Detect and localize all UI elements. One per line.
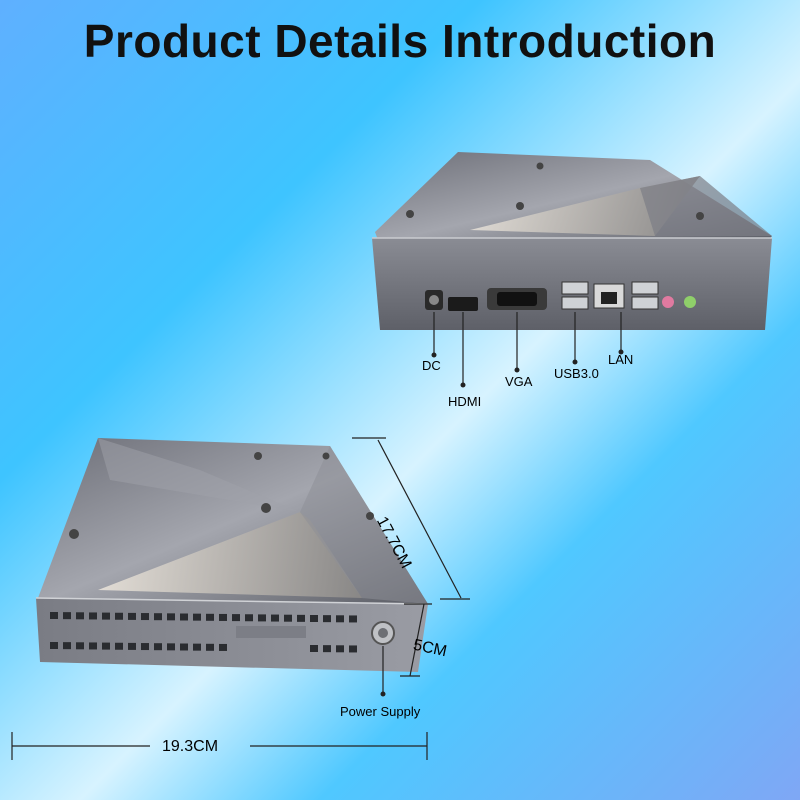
page-title: Product Details Introduction — [83, 15, 717, 67]
vent-slot — [50, 612, 58, 619]
screw-icon — [261, 503, 271, 513]
vent-slot — [284, 614, 292, 622]
vent-slot — [102, 642, 110, 650]
power-button-center-icon — [378, 628, 388, 638]
dc-port-label: DC — [422, 358, 441, 373]
vent-slot — [206, 643, 214, 651]
vent-slot — [63, 642, 71, 650]
dc-port-pin-icon — [429, 295, 439, 305]
vent-slot — [89, 612, 97, 620]
vent-slot — [297, 614, 305, 622]
vent-slot — [336, 615, 344, 623]
usb-port-icon — [631, 281, 659, 295]
vent-slot — [63, 612, 71, 620]
usb-port-icon — [631, 296, 659, 310]
vent-slot — [193, 613, 201, 621]
vent-slot — [349, 615, 357, 623]
callout-dot-icon — [618, 349, 624, 355]
vent-slot — [180, 643, 188, 651]
front-device-edge — [35, 597, 429, 605]
front-view-device — [35, 438, 429, 697]
vent-slot — [336, 645, 344, 653]
front-vents — [50, 612, 357, 653]
vent-slot — [167, 613, 175, 621]
vent-slot — [102, 612, 110, 620]
vent-slot — [271, 614, 279, 622]
power-supply-label: Power Supply — [340, 704, 421, 719]
vent-slot — [115, 642, 123, 650]
usb-port-label: USB3.0 — [554, 366, 599, 381]
lan-port-inner-icon — [601, 292, 617, 304]
screw-icon — [254, 452, 262, 460]
vent-slot — [115, 612, 123, 620]
vent-slot — [219, 613, 227, 621]
port-callout-lines — [433, 312, 622, 385]
vga-port-inner-icon — [497, 292, 537, 306]
vent-slot — [141, 643, 149, 651]
callout-dot-icon — [460, 382, 466, 388]
vent-slot — [232, 614, 240, 622]
vent-slot — [128, 642, 136, 650]
usb-port-icon — [561, 281, 589, 295]
callout-dot-icon — [572, 359, 578, 365]
vent-slot — [167, 643, 175, 651]
hdmi-port-icon — [448, 297, 478, 311]
vent-slot — [50, 642, 58, 649]
vent-slot — [180, 613, 188, 621]
rear-view-device — [372, 152, 772, 388]
vent-slot — [219, 643, 227, 651]
vent-slot — [310, 645, 318, 652]
hdmi-port-label: HDMI — [448, 394, 482, 409]
vent-slot — [141, 613, 149, 621]
usb-port-icon — [561, 296, 589, 310]
vent-slot — [323, 645, 331, 653]
callout-dot-icon — [514, 367, 520, 373]
vent-slot — [76, 612, 84, 620]
front-device-shine — [98, 512, 362, 598]
audio-jack-out-icon — [684, 296, 696, 308]
vent-slot — [245, 614, 253, 622]
screw-icon — [366, 512, 374, 520]
vent-slot — [323, 615, 331, 623]
height-dim-line — [409, 603, 425, 677]
vga-port-label: VGA — [505, 374, 533, 389]
dimension-lines — [11, 437, 470, 760]
vent-slot — [154, 643, 162, 651]
screw-icon — [69, 529, 79, 539]
depth-dim-line — [377, 439, 462, 599]
audio-jack-mic-icon — [662, 296, 674, 308]
front-device-front-panel — [36, 598, 428, 672]
front-device-facet — [98, 438, 300, 512]
vent-slot — [193, 643, 201, 651]
lan-port-label: LAN — [608, 352, 634, 367]
vent-slot — [89, 642, 97, 650]
vent-slot — [349, 645, 357, 653]
vent-slot — [258, 614, 266, 622]
vent-slot — [206, 613, 214, 621]
screw-icon — [406, 210, 414, 218]
vent-slot — [154, 613, 162, 621]
screw-icon — [516, 202, 524, 210]
front-device-brush-strip — [236, 626, 306, 638]
vent-slot — [76, 642, 84, 650]
callout-dot-icon — [380, 691, 386, 697]
vent-slot — [310, 615, 318, 622]
front-device-facet — [300, 446, 428, 604]
callout-dot-icon — [431, 352, 437, 358]
screw-icon — [696, 212, 704, 220]
width-dimension-label: 19.3CM — [162, 738, 219, 755]
screw-icon — [536, 162, 544, 170]
rear-device-facet — [640, 176, 772, 236]
screw-icon — [322, 452, 330, 460]
vent-slot — [128, 612, 136, 620]
